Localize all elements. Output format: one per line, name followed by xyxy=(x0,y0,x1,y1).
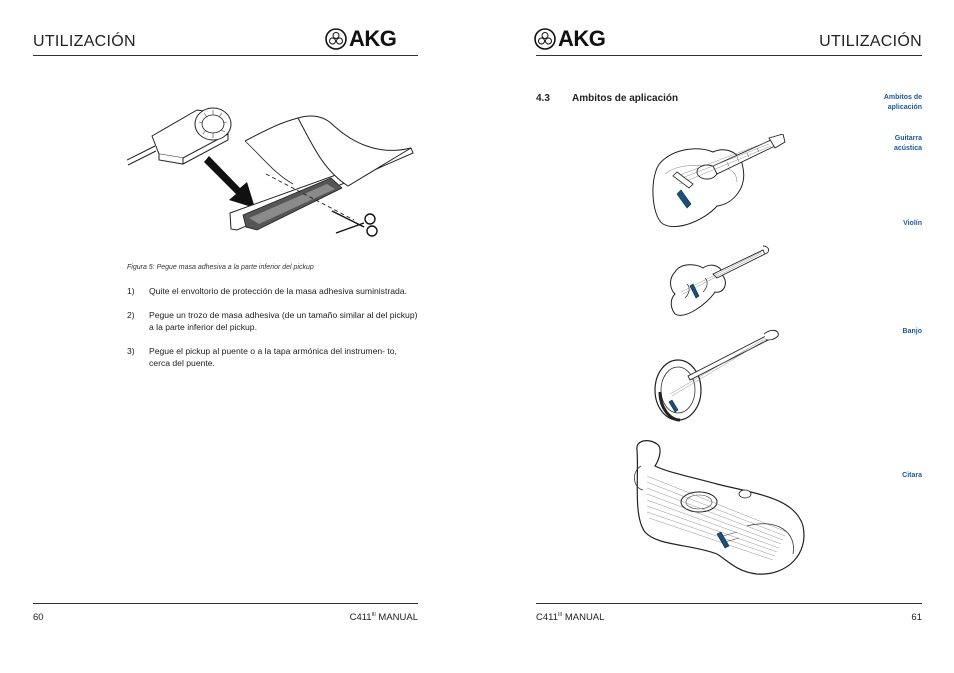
footer-rule xyxy=(536,603,922,604)
section-title: Ambitos de aplicación xyxy=(572,93,679,104)
instruction-list: 1) Quite el envoltorio de protección de … xyxy=(127,286,418,382)
figure-caption: Figura 5: Pegue masa adhesiva a la parte… xyxy=(127,264,314,271)
manual-name: C411III MANUAL xyxy=(536,612,604,623)
akg-logo-text: AKG xyxy=(558,26,606,51)
step-number: 2) xyxy=(127,310,135,321)
page-title: UTILIZACIÓN xyxy=(819,33,922,50)
step-number: 3) xyxy=(127,345,135,356)
list-item: 2) Pegue un trozo de masa adhesiva (de u… xyxy=(127,310,418,333)
akg-logo: AKG xyxy=(325,26,397,51)
footer-rule xyxy=(33,603,418,604)
violin-illustration xyxy=(670,245,770,316)
manual-name: C411III MANUAL xyxy=(350,612,418,623)
page-number: 60 xyxy=(33,612,44,623)
manual-superscript: III xyxy=(371,612,376,618)
akg-logo-text: AKG xyxy=(349,26,397,51)
list-item: 3) Pegue el pickup al puente o a la tapa… xyxy=(127,346,418,369)
sidebar-label-line: Guitarra xyxy=(894,135,922,142)
sidebar-label-line: acústica xyxy=(893,145,922,152)
step-text: Pegue el pickup al puente o a la tapa ar… xyxy=(149,345,397,368)
step-number: 1) xyxy=(127,286,135,296)
left-page: UTILIZACIÓN AKG xyxy=(33,26,418,623)
sidebar-label-line: Ambitos de xyxy=(883,94,922,101)
header-rule xyxy=(33,55,418,56)
manual-superscript: III xyxy=(558,612,563,618)
akg-logo: AKG xyxy=(534,26,606,51)
page-number: 61 xyxy=(911,612,922,623)
step-text: Quite el envoltorio de protección de la … xyxy=(149,286,407,296)
akg-seal-icon xyxy=(325,28,347,50)
zither-illustration xyxy=(634,440,805,575)
guitar-illustration xyxy=(652,134,786,228)
banjo-illustration xyxy=(654,329,779,422)
sidebar-label-line: aplicación xyxy=(887,104,922,111)
sidebar-label-citara: Citara xyxy=(902,472,922,479)
manual-word: MANUAL xyxy=(378,612,418,624)
sidebar-label-guitarra: Guitarra acústica xyxy=(894,134,922,154)
step-text: Pegue un trozo de masa adhesiva (de un t… xyxy=(149,310,418,332)
sidebar-label-ambitos: Ambitos de aplicación xyxy=(884,93,922,113)
scissors-icon xyxy=(331,210,378,237)
pickup-adhesive-illustration xyxy=(127,107,414,231)
header-rule xyxy=(536,55,922,56)
manual-word: MANUAL xyxy=(564,612,605,624)
sidebar-label-banjo: Banjo xyxy=(902,328,922,335)
section-number: 4.3 xyxy=(536,93,550,104)
page-title: UTILIZACIÓN xyxy=(33,33,136,50)
sidebar-label-violin: Violín xyxy=(903,220,922,227)
list-item: 1) Quite el envoltorio de protección de … xyxy=(127,286,418,298)
manual-model: C411 xyxy=(536,612,559,624)
right-page: AKG UTILIZACIÓN 4.3 Ambitos de aplicació… xyxy=(477,0,954,673)
akg-seal-icon xyxy=(534,28,556,50)
manual-model: C411 xyxy=(349,612,372,624)
